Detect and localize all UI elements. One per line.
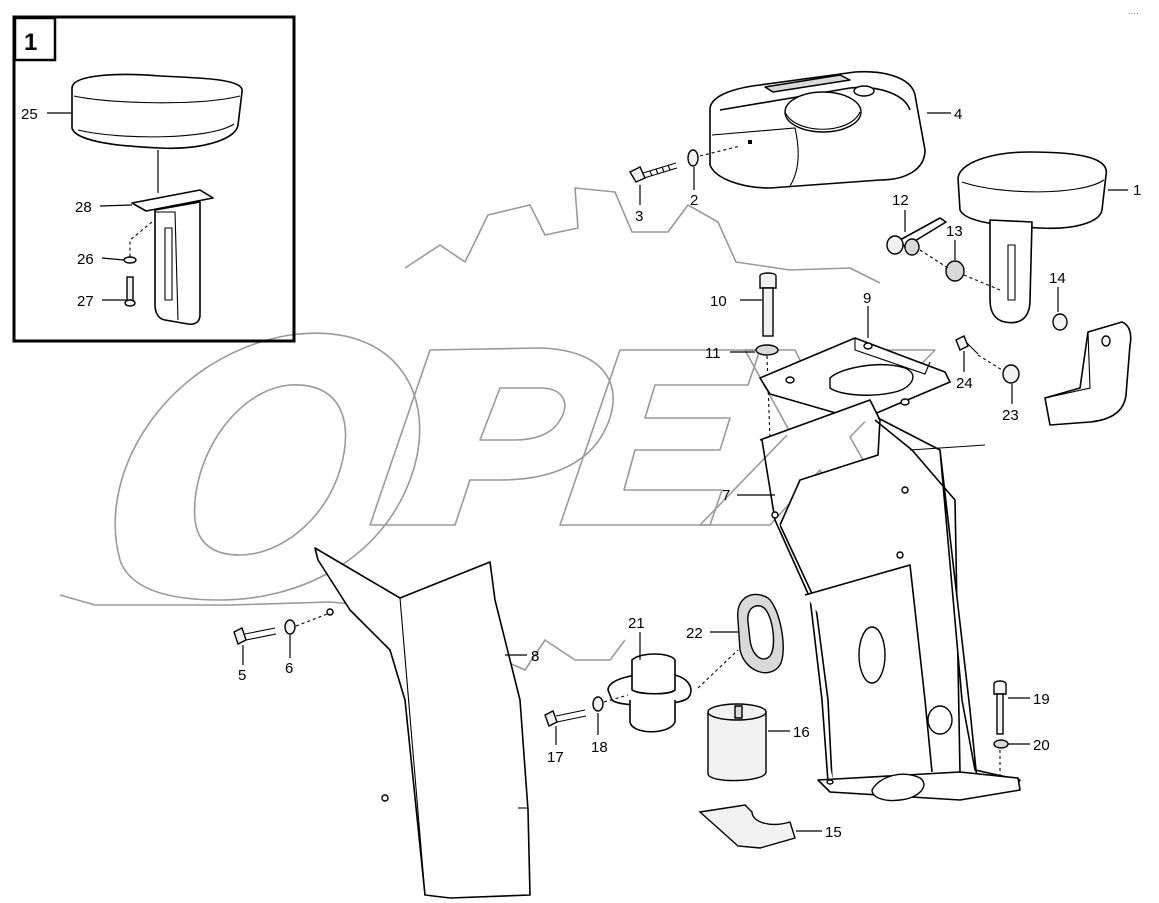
part-armrest [957,151,1107,324]
callout-14: 14 [1049,270,1066,287]
screw-17-axis [603,694,629,703]
part-spacer-13 [945,260,965,282]
part-screw-5 [233,627,277,645]
part-screw-17 [544,709,587,727]
leader-28 [99,204,133,207]
part-bolt-10 [759,272,777,337]
part-grommet-22 [737,593,784,674]
part-washer-11 [755,344,779,356]
part-washer-2 [687,149,699,167]
part-screw-3 [629,162,678,183]
inset-cushion-seam [73,95,241,104]
inset-post-bend [155,211,179,321]
lever-axis [919,249,1001,291]
label-27: 27 [77,293,94,310]
part-mounting-plate [759,337,951,421]
callout-10: 10 [710,293,727,310]
part-top-cover [709,70,926,189]
screw-5-axis [295,612,331,627]
callout-15: 15 [825,824,842,841]
part-washer-6 [284,619,296,635]
inset-armrest-post [154,201,201,325]
callout-1: 1 [1133,182,1141,199]
part-washer-20 [993,739,1009,749]
watermark-gear-outline [404,187,881,284]
inset-frame [12,15,296,343]
callout-18: 18 [591,739,608,756]
callout-13: 13 [946,223,963,240]
part-cup-21 [607,653,692,733]
callout-4: 4 [954,106,962,123]
callout-19: 19 [1033,691,1050,708]
inset-armrest-cushion [71,73,243,150]
label-26: 26 [77,251,94,268]
part-lever-12 [886,217,947,256]
inset-washer [123,256,137,264]
part-console-frame [759,399,1021,802]
callout-11: 11 [705,345,721,362]
label-25: 25 [21,106,38,123]
part-cover-panel [314,547,531,899]
inset-dashed-path [129,221,153,262]
callout-12: 12 [892,192,909,209]
callout-20: 20 [1033,737,1050,754]
screw-24-axis [977,354,1003,371]
callout-23: 23 [1002,407,1019,424]
watermark-letter-p [369,347,614,526]
callout-17: 17 [547,749,564,766]
callout-16: 16 [793,724,810,741]
screw-axis [699,145,741,157]
callout-22: 22 [686,625,703,642]
inset-bolt-head [124,299,136,307]
cup-axis [697,649,739,689]
callout-6: 6 [285,660,293,677]
inset-bolt-shank [126,276,134,302]
callout-labels: 1 2 3 4 5 6 7 8 9 10 11 12 13 14 15 16 1… [238,106,1141,841]
part-screw-24 [955,335,979,355]
part-washer-23 [1002,364,1020,384]
inset-number: 1 [24,29,37,56]
inset-box: 1 25 28 26 27 [12,15,296,343]
inset-number-box [13,16,57,62]
inset-armrest-bracket [131,189,214,212]
part-side-bracket [1044,321,1132,426]
callout-9: 9 [863,290,871,307]
part-plate-15 [698,804,796,849]
part-washer-18 [592,696,604,712]
leader-26 [101,257,125,261]
corner-mark: ..‥ [1128,6,1139,16]
callout-2: 2 [690,192,698,209]
inset-post-slot [164,227,173,301]
part-washer-14 [1052,313,1068,331]
callout-3: 3 [635,208,643,225]
callout-5: 5 [238,667,246,684]
watermark-letter-x [699,349,936,526]
callout-7: 7 [722,487,730,504]
watermark-gear-outline-lower [59,594,626,671]
part-sleeve-16 [707,703,767,782]
callout-21: 21 [628,615,645,632]
label-28: 28 [75,199,92,216]
watermark-letter-o [114,332,421,601]
callout-8: 8 [531,648,539,665]
bolt-10-axis [766,355,771,441]
inset-cushion-lower-edge [77,123,235,138]
callout-24: 24 [956,375,973,392]
part-bolt-19 [993,680,1007,735]
